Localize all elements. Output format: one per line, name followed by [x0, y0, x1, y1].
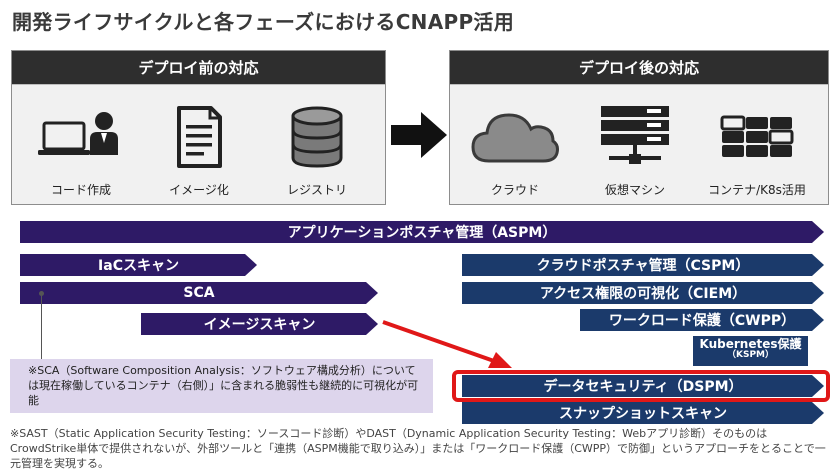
- document-icon: [177, 106, 222, 168]
- iac-scan-label: IaCスキャン: [98, 258, 179, 274]
- aspm-bar: アプリケーションポスチャ管理（ASPM）: [20, 221, 824, 243]
- sca-note: ※SCA（Software Composition Analysis：ソフトウェ…: [10, 359, 433, 413]
- page-title: 開発ライフサイクルと各フェーズにおけるCNAPP活用: [12, 10, 515, 34]
- code-writing-label: コード作成: [50, 183, 111, 197]
- cloud-icon: [471, 113, 559, 163]
- footnote: ※SAST（Static Application Security Testin…: [10, 427, 826, 470]
- image-scan-label: イメージスキャン: [203, 317, 316, 333]
- dspm-bar: データセキュリティ（DSPM）: [462, 375, 824, 397]
- post-deploy-panel: デプロイ後の対応 クラウド: [449, 50, 829, 205]
- container-item: コンテナ/K8s活用: [702, 85, 812, 205]
- laptop-user-icon: [38, 112, 118, 155]
- sca-label: SCA: [183, 285, 215, 301]
- pre-deploy-body: コード作成 イメージ化: [12, 84, 385, 204]
- iac-scan-bar: IaCスキャン: [20, 254, 257, 276]
- post-deploy-body: クラウド 仮想マシン: [450, 84, 828, 204]
- database-icon: [291, 106, 343, 168]
- pre-deploy-heading: デプロイ前の対応: [12, 51, 385, 84]
- kubernetes-label: Kubernetes保護: [699, 337, 802, 351]
- post-deploy-heading: デプロイ後の対応: [450, 51, 828, 84]
- cwpp-bar: ワークロード保護（CWPP）: [580, 309, 824, 331]
- cloud-item: クラウド: [460, 85, 570, 205]
- sca-bar: SCA: [20, 282, 378, 304]
- image-build-item: イメージ化: [144, 85, 254, 205]
- aspm-label: アプリケーションポスチャ管理（ASPM）: [287, 225, 557, 241]
- vm-item: 仮想マシン: [580, 85, 690, 205]
- vm-label: 仮想マシン: [604, 183, 665, 197]
- server-icon: [601, 106, 669, 164]
- container-icon: [720, 115, 794, 157]
- pre-deploy-panel: デプロイ前の対応 コード作成: [11, 50, 386, 205]
- flow-arrow-icon: [391, 112, 447, 158]
- cloud-label: クラウド: [490, 183, 539, 197]
- image-build-label: イメージ化: [169, 183, 229, 197]
- cspm-label: クラウドポスチャ管理（CSPM）: [536, 258, 750, 274]
- registry-label: レジストリ: [286, 183, 347, 197]
- code-writing-item: コード作成: [26, 85, 136, 205]
- container-label: コンテナ/K8s活用: [708, 183, 806, 197]
- dspm-highlight-box: [452, 370, 830, 402]
- snapshot-scan-label: スナップショットスキャン: [559, 406, 727, 422]
- sca-connector-dot: [39, 291, 44, 296]
- kspm-label: （KSPM）: [726, 350, 774, 361]
- dspm-label: データセキュリティ（DSPM）: [543, 379, 743, 395]
- image-scan-bar: イメージスキャン: [141, 313, 378, 335]
- ciem-label: アクセス権限の可視化（CIEM）: [539, 286, 747, 302]
- kspm-box: Kubernetes保護 （KSPM）: [693, 336, 808, 366]
- ciem-bar: アクセス権限の可視化（CIEM）: [462, 282, 824, 304]
- cspm-bar: クラウドポスチャ管理（CSPM）: [462, 254, 824, 276]
- snapshot-scan-bar: スナップショットスキャン: [462, 402, 824, 424]
- registry-item: レジストリ: [262, 85, 372, 205]
- sca-connector-line: [41, 293, 42, 359]
- cwpp-label: ワークロード保護（CWPP）: [608, 313, 796, 329]
